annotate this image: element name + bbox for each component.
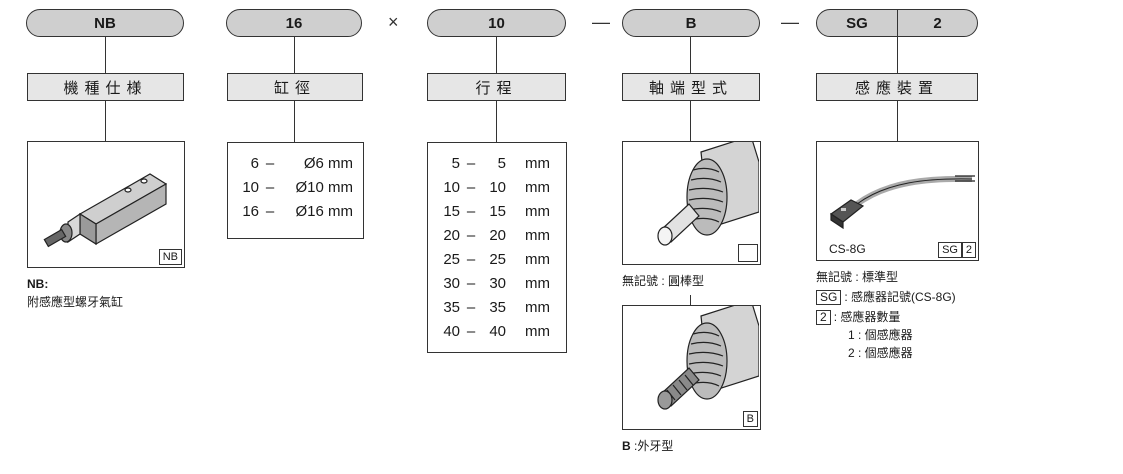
bore-code: 16 [285,14,303,32]
sensor-image-frame: CS-8G SG 2 [816,141,979,261]
shaft-type-label: 軸端型式 [622,73,760,101]
sensor-note-sg-code: SG [816,290,842,305]
threaded-shaft-illustration [657,299,760,410]
times-separator: × [388,12,399,32]
shaft-round-note: 無記號 : 圓棒型 [622,274,705,288]
shaft-code-pill: B [622,9,760,37]
shaft-b-image-frame: B [622,299,761,430]
sensor-illustration [829,175,975,230]
shaft-round-image-frame [622,135,761,265]
model-note-title: NB: [27,277,49,291]
connector-line [690,295,691,305]
sensor-type-code: SG [817,10,898,36]
sensor-note-qty-code: 2 [816,310,831,325]
connector-line [897,101,898,141]
shaft-b-note-code: B [622,439,631,453]
connector-line [690,37,691,73]
connector-line [294,101,295,142]
shaft-b-image-tag: B [742,411,758,427]
connector-line [496,37,497,73]
sensor-note-standard: 無記號 : 標準型 [816,270,899,284]
model-note-desc: 附感應型螺牙氣缸 [27,295,124,309]
bore-option-row: 16–Ø16 mm [242,203,353,220]
model-image-tag: NB [158,249,182,265]
sensor-code-pill: SG 2 [816,9,978,37]
bore-code-pill: 16 [226,9,362,37]
sensor-note-qty-1: 1 : 個感應器 [848,328,913,342]
stroke-label: 行程 [427,73,566,101]
stroke-code: 10 [488,14,505,32]
sensor-note-qty-desc: : 感應器數量 [833,310,901,324]
sensor-notes: 無記號 : 標準型 SG: 感應器記號(CS-8G) 2: 感應器數量 1 : … [816,268,956,362]
sensor-image-tag-type: SG [938,242,962,258]
sensor-qty-code: 2 [933,14,942,32]
connector-line [897,37,898,73]
connector-line [690,101,691,141]
stroke-code-pill: 10 [427,9,566,37]
model-code: NB [94,14,116,32]
sensor-note-qty: 2: 感應器數量 [816,308,956,326]
sensor-label: 感應裝置 [816,73,978,101]
cylinder-illustration [43,173,168,248]
connector-line [294,37,295,73]
shaft-code: B [685,14,697,32]
stroke-options-frame [427,142,567,353]
model-spec-label: 機種仕様 [27,73,184,101]
sensor-image-tag-qty: 2 [961,242,976,258]
shaft-b-note: B :外牙型 [622,437,673,455]
dash-separator-2: — [781,12,799,32]
connector-line [496,101,497,142]
sensor-note-sg-desc: : 感應器記號(CS-8G) [844,290,956,304]
model-note: NB: 附感應型螺牙氣缸 [27,275,123,311]
model-code-pill: NB [26,9,184,37]
shaft-round-image-tag-empty [738,244,758,262]
bore-label: 缸徑 [227,73,363,101]
dash-separator-1: — [592,12,610,32]
sensor-note-qty-2: 2 : 個感應器 [848,346,913,360]
sensor-model-label: CS-8G [829,242,866,256]
model-image-frame: NB [27,141,185,268]
bore-options-list: 6–Ø6 mm 10–Ø10 mm 16–Ø16 mm [233,152,353,224]
bore-options-frame [227,142,364,239]
bore-option-row: 6–Ø6 mm [250,155,353,172]
connector-line [105,37,106,73]
bore-option-row: 10–Ø10 mm [242,179,353,196]
sensor-note-sg: SG: 感應器記號(CS-8G) [816,288,956,306]
connector-line [105,101,106,141]
shaft-b-note-desc: :外牙型 [630,439,674,453]
